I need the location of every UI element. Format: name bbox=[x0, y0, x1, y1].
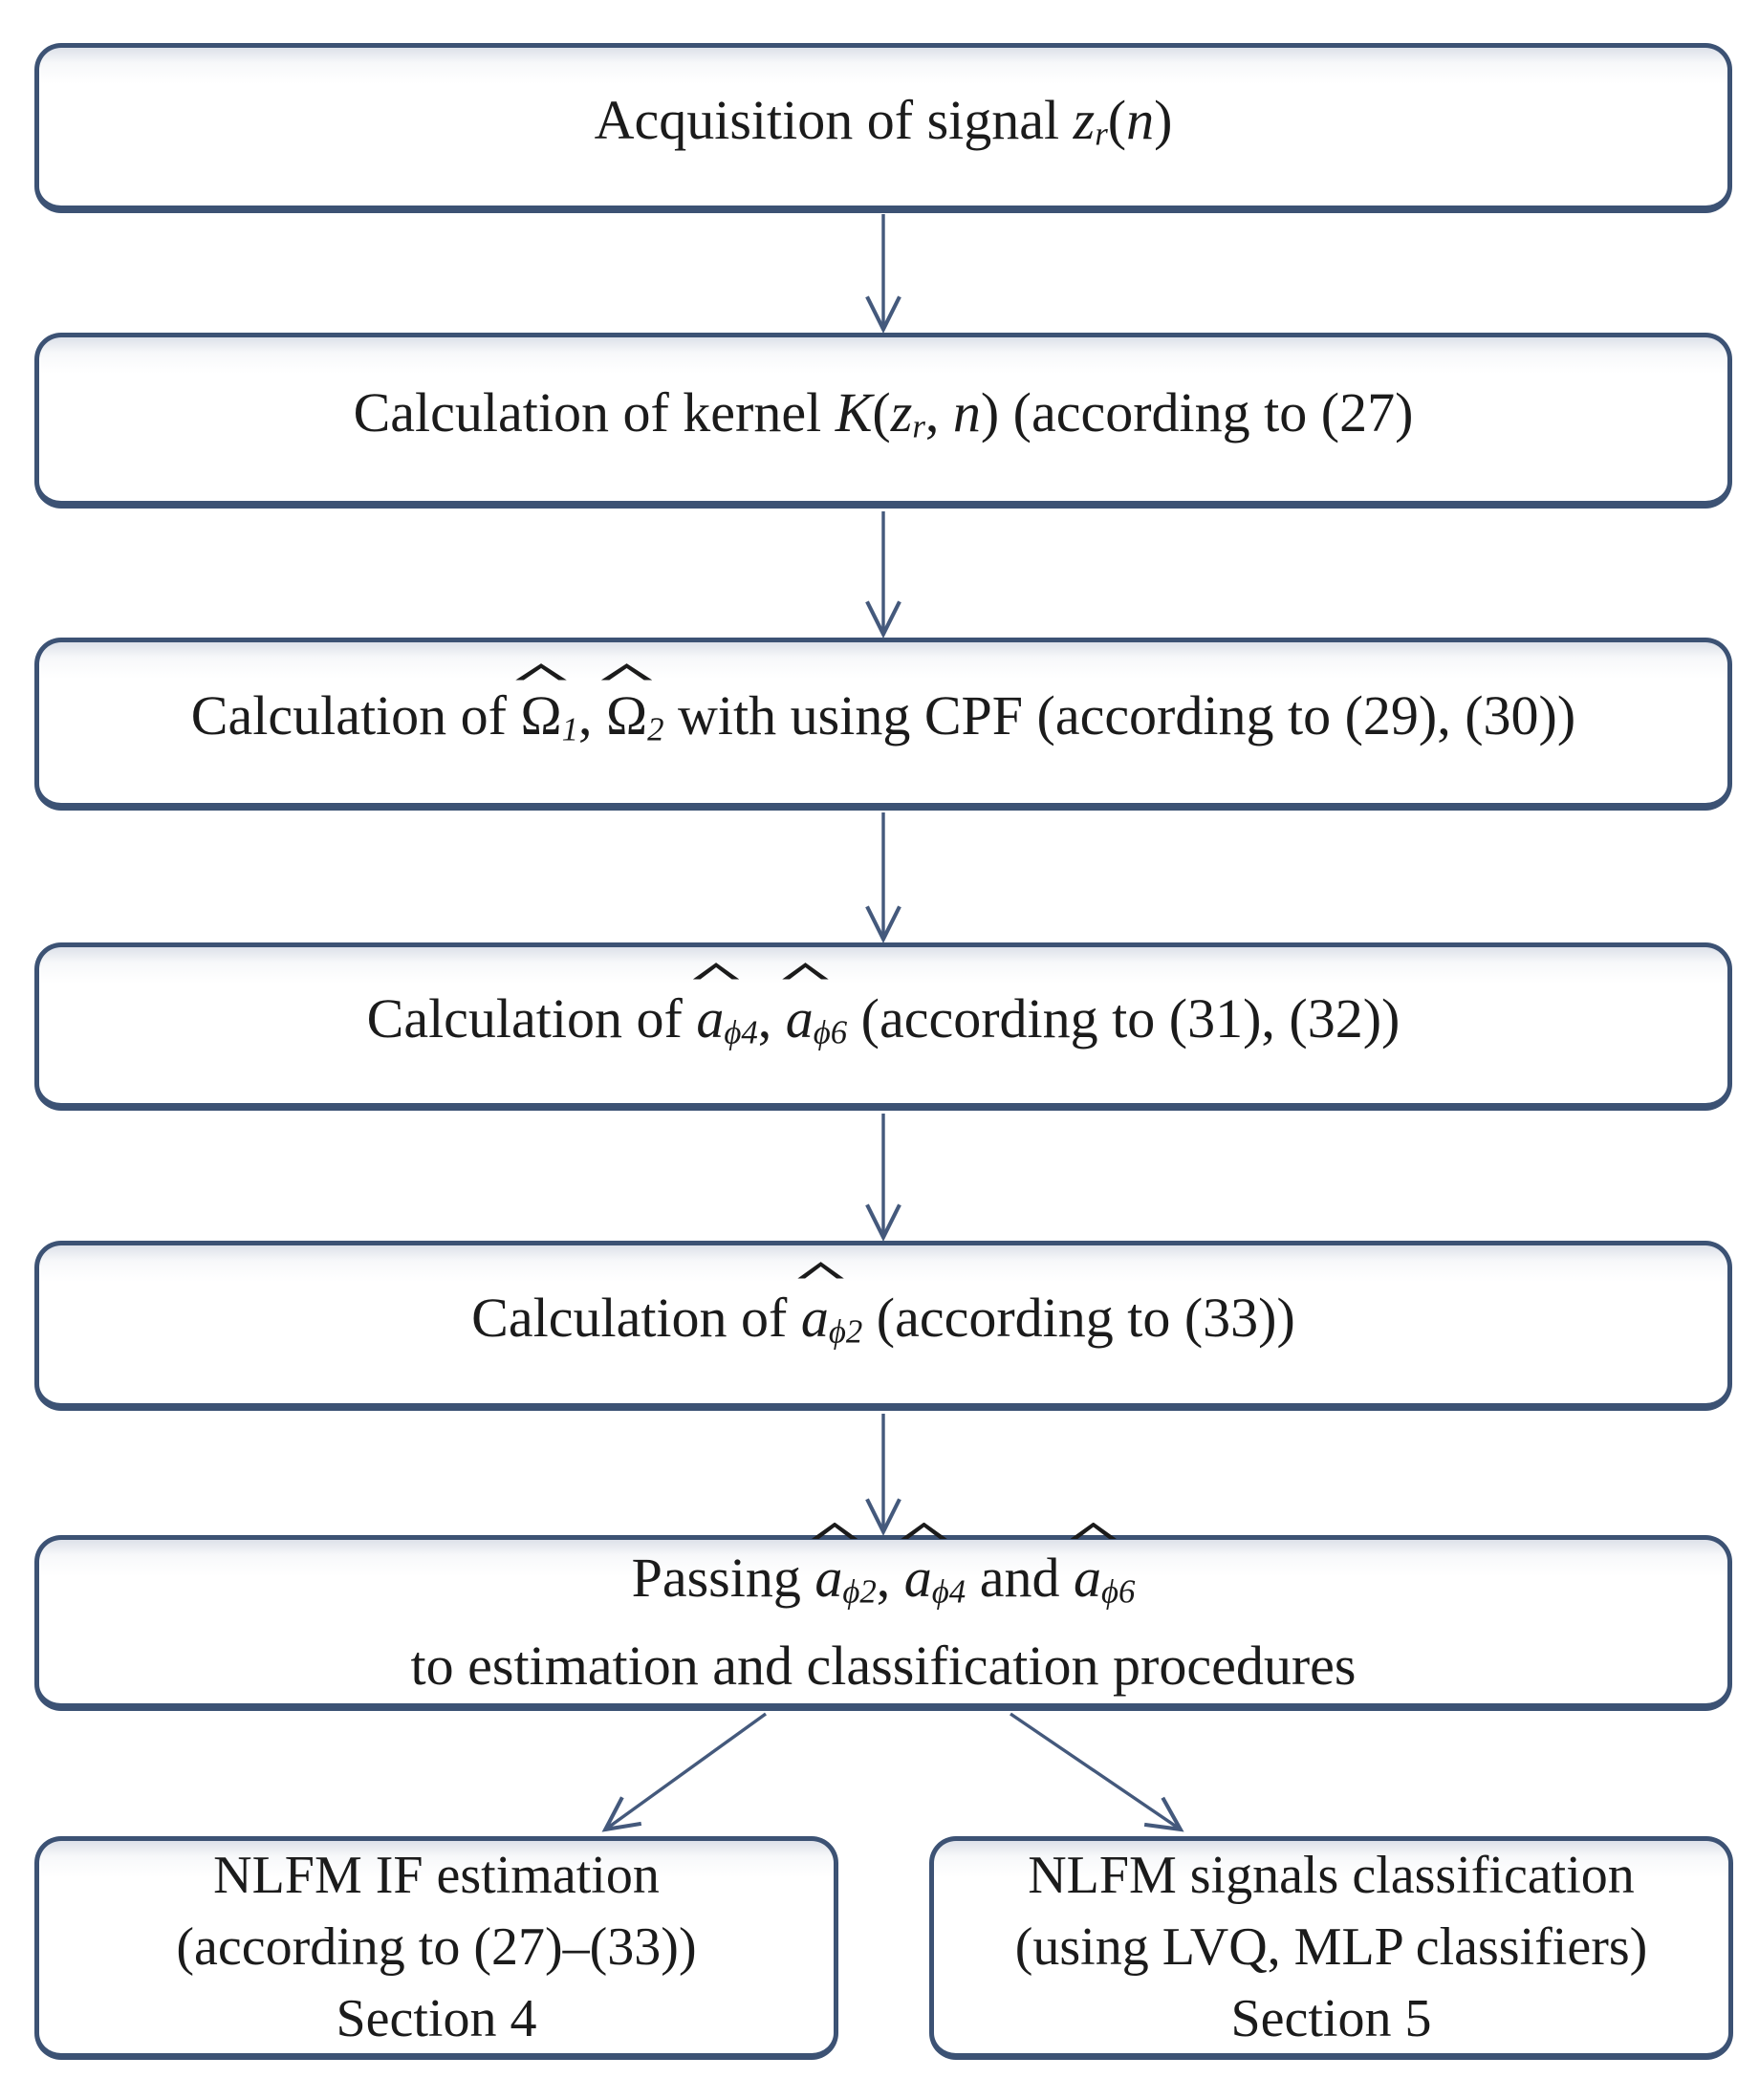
math-subscript: ϕ4 bbox=[931, 1572, 966, 1611]
box-text: Calculation of aϕ4, aϕ6 (according to (3… bbox=[367, 982, 1401, 1069]
math-var-hat: a bbox=[904, 1541, 932, 1614]
text-run: ) (according to (27) bbox=[980, 380, 1414, 444]
box-text: Calculation of Ω1, Ω2 with using CPF (ac… bbox=[191, 679, 1575, 766]
box-text-line1: NLFM signals classification bbox=[1028, 1845, 1635, 1905]
math-var: n bbox=[952, 380, 981, 444]
box-nlfm-signals-classification: NLFM signals classification (using LVQ, … bbox=[929, 1836, 1733, 2060]
text-run: ( bbox=[872, 380, 891, 444]
math-subscript: r bbox=[1095, 115, 1108, 153]
text-run: , bbox=[757, 986, 786, 1050]
math-subscript: ϕ2 bbox=[842, 1572, 877, 1611]
box-nlfm-if-estimation: NLFM IF estimation (according to (27)–(3… bbox=[34, 1836, 838, 2060]
math-subscript: r bbox=[912, 407, 925, 445]
math-var-hat: a bbox=[1074, 1541, 1101, 1614]
box-text-line3: Section 5 bbox=[1230, 1988, 1432, 2048]
text-run: ( bbox=[1107, 88, 1127, 151]
box-text: Calculation of kernel K(zr, n) (accordin… bbox=[354, 376, 1414, 463]
text-run: ) bbox=[1154, 88, 1173, 151]
branch-arrow-right bbox=[1010, 1712, 1184, 1832]
box-text-line1: NLFM IF estimation bbox=[213, 1845, 660, 1905]
box-kernel-calculation: Calculation of kernel K(zr, n) (accordin… bbox=[34, 333, 1732, 509]
box-omega-calculation: Calculation of Ω1, Ω2 with using CPF (ac… bbox=[34, 638, 1732, 811]
text-run: Acquisition of signal bbox=[594, 88, 1074, 151]
box-text-line1: Passing aϕ2, aϕ4 and aϕ6 bbox=[632, 1541, 1136, 1628]
box-signal-acquisition: Acquisition of signal zr(n) bbox=[34, 43, 1732, 213]
box-a2-calculation: Calculation of aϕ2 (according to (33)) bbox=[34, 1241, 1732, 1411]
text-run: , bbox=[924, 380, 953, 444]
text-run: Calculation of bbox=[471, 1286, 801, 1349]
box-text-line2: (according to (27)–(33)) bbox=[176, 1916, 697, 1977]
math-var-hat: Ω bbox=[520, 679, 561, 752]
math-var: K bbox=[835, 380, 873, 444]
math-subscript: ϕ2 bbox=[828, 1312, 863, 1351]
math-var-hat: a bbox=[786, 982, 814, 1055]
box-passing-coefficients: Passing aϕ2, aϕ4 and aϕ6 to estimation a… bbox=[34, 1535, 1732, 1711]
text-run: (according to (33)) bbox=[862, 1286, 1295, 1349]
math-var: z bbox=[890, 380, 913, 444]
math-var: z bbox=[1073, 88, 1096, 151]
box-text: Calculation of aϕ2 (according to (33)) bbox=[471, 1281, 1295, 1368]
text-run: and bbox=[966, 1547, 1074, 1610]
math-var-hat: Ω bbox=[606, 679, 647, 752]
text-run: Calculation of kernel bbox=[353, 380, 836, 444]
math-var: n bbox=[1126, 88, 1155, 151]
math-subscript: 2 bbox=[647, 710, 664, 748]
text-run: (according to (31), (32)) bbox=[847, 986, 1401, 1050]
math-subscript: ϕ6 bbox=[1100, 1572, 1136, 1611]
box-text: Acquisition of signal zr(n) bbox=[595, 83, 1173, 170]
text-run: , bbox=[578, 684, 606, 747]
box-text-line2: (using LVQ, MLP classifiers) bbox=[1014, 1916, 1648, 1977]
math-var-hat: a bbox=[696, 982, 724, 1055]
branch-arrow-left bbox=[601, 1712, 767, 1832]
math-subscript: 1 bbox=[561, 710, 578, 748]
text-run: Calculation of bbox=[190, 684, 521, 747]
text-run: , bbox=[876, 1547, 904, 1610]
box-text-line3: Section 4 bbox=[336, 1988, 537, 2048]
math-subscript: ϕ4 bbox=[724, 1013, 758, 1051]
math-var-hat: a bbox=[814, 1541, 842, 1614]
text-run: with using CPF (according to (29), (30)) bbox=[663, 684, 1576, 747]
box-text-line2: to estimation and classification procedu… bbox=[410, 1634, 1357, 1697]
box-a4-a6-calculation: Calculation of aϕ4, aϕ6 (according to (3… bbox=[34, 942, 1732, 1111]
math-subscript: ϕ6 bbox=[813, 1013, 848, 1051]
text-run: Passing bbox=[631, 1547, 815, 1610]
text-run: Calculation of bbox=[366, 986, 697, 1050]
math-var-hat: a bbox=[801, 1281, 829, 1354]
